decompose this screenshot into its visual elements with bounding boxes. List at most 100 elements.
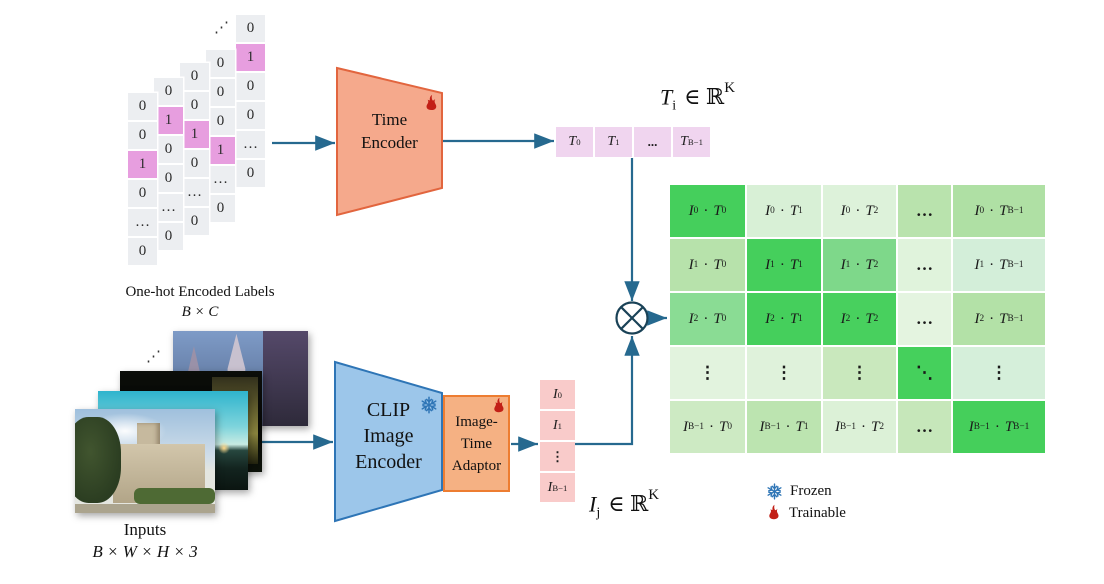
photo-art-layer xyxy=(75,503,215,513)
clip-image-encoder-block xyxy=(334,360,443,523)
i-label-sup: K xyxy=(648,487,660,503)
inputs-ellipsis: ⋰ xyxy=(146,349,162,365)
clip-label-line3: Encoder xyxy=(355,451,422,473)
snowflake-icon xyxy=(766,483,783,500)
adaptor-label-line2: Time xyxy=(460,436,493,452)
onehot-cell: 0 xyxy=(180,63,209,90)
input-photo-1 xyxy=(75,409,215,513)
photo-art-layer xyxy=(218,442,230,455)
tensor-product-node xyxy=(615,301,649,335)
onehot-cell: … xyxy=(236,131,265,158)
t-label-sub: i xyxy=(672,98,677,114)
time-encoder-label-line2: Encoder xyxy=(361,133,418,152)
inputs-caption: Inputs xyxy=(123,520,167,539)
clip-image-encoder-label: CLIP Image Encoder xyxy=(335,397,442,475)
onehot-ellipsis: ⋰ xyxy=(214,20,230,36)
matrix-cell: … xyxy=(898,185,951,237)
time-encoder-label-line1: Time xyxy=(371,110,408,129)
t-label-sup: K xyxy=(724,80,736,96)
onehot-cell: 0 xyxy=(154,165,183,192)
legend-trainable: Trainable xyxy=(766,504,846,522)
onehot-cell: 0 xyxy=(206,79,235,106)
t-space-label: Ti∈ ℝK xyxy=(660,80,735,115)
legend-frozen-label: Frozen xyxy=(790,483,832,499)
t-vector-cell: ... xyxy=(634,127,671,157)
onehot-cell: 0 xyxy=(206,195,235,222)
onehot-cell: 0 xyxy=(236,73,265,100)
matrix-cell: ⋮ xyxy=(823,347,896,399)
onehot-cell: 0 xyxy=(154,78,183,105)
matrix-cell: … xyxy=(898,293,951,345)
photo-art-layer xyxy=(133,488,215,504)
image-time-adaptor-label: Image- Time Adaptor xyxy=(443,411,510,477)
onehot-cell: 1 xyxy=(128,151,157,178)
matrix-cell: … xyxy=(898,239,951,291)
matrix-cell: ⋱ xyxy=(898,347,951,399)
onehot-cell: 0 xyxy=(180,92,209,119)
arrow-i-vector-to-otimes xyxy=(575,336,640,446)
adaptor-label-line1: Image- xyxy=(455,414,498,430)
onehot-cell: … xyxy=(180,179,209,206)
onehot-cell: 1 xyxy=(206,137,235,164)
onehot-dims: B × C xyxy=(181,304,219,320)
onehot-cell: 0 xyxy=(206,50,235,77)
onehot-cell: … xyxy=(206,166,235,193)
onehot-cell: 0 xyxy=(206,108,235,135)
i-vector-cell: ⋮ xyxy=(540,442,575,471)
onehot-cell: 0 xyxy=(154,223,183,250)
matrix-cell: ⋮ xyxy=(747,347,821,399)
matrix-cell: ⋮ xyxy=(953,347,1045,399)
snowflake-icon xyxy=(420,396,438,414)
onehot-cell: 0 xyxy=(128,122,157,149)
onehot-caption: One-hot Encoded Labels xyxy=(125,284,275,300)
onehot-cell: 0 xyxy=(154,136,183,163)
onehot-cell: … xyxy=(154,194,183,221)
legend-frozen: Frozen xyxy=(766,483,832,500)
onehot-cell: 0 xyxy=(236,15,265,42)
matrix-cell: … xyxy=(898,401,951,453)
matrix-cell: ⋮ xyxy=(670,347,745,399)
adaptor-label-line3: Adaptor xyxy=(451,458,502,474)
photo-art-layer xyxy=(75,417,122,503)
onehot-cell: 1 xyxy=(180,121,209,148)
inputs-dims: B × W × H × 3 xyxy=(92,542,198,561)
clip-label-line1: CLIP xyxy=(366,399,411,421)
photo-art-layer xyxy=(263,331,308,426)
onehot-cell: 1 xyxy=(236,44,265,71)
i-label-sub: j xyxy=(596,505,601,521)
t-label-var: T xyxy=(660,84,673,110)
onehot-cell: 0 xyxy=(236,102,265,129)
clip-label-line2: Image xyxy=(363,425,414,447)
time-encoder-block xyxy=(336,66,443,217)
onehot-cell: 0 xyxy=(128,238,157,265)
onehot-cell: 0 xyxy=(236,160,265,187)
flame-icon xyxy=(426,94,437,111)
onehot-cell: … xyxy=(128,209,157,236)
